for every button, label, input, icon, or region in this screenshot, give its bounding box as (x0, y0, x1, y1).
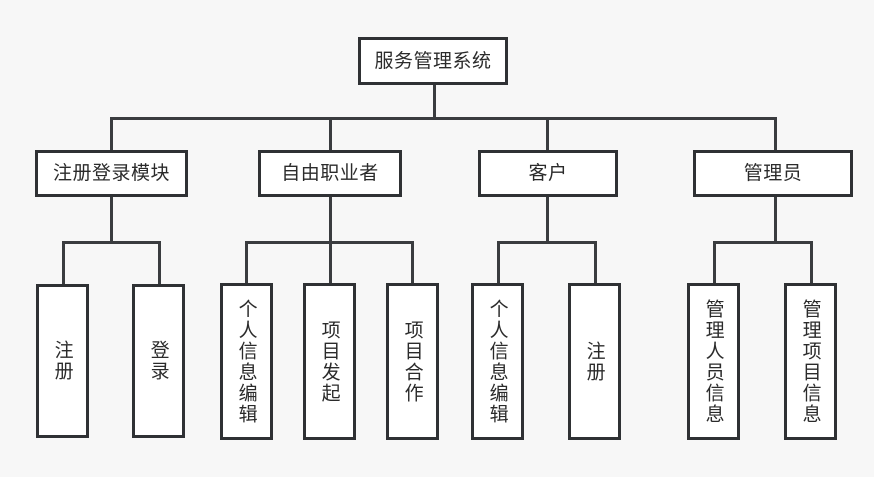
node-label: 项目合作 (401, 319, 424, 404)
node-label: 个人信息编辑 (486, 298, 509, 425)
node-register-customer[interactable]: 注册 (568, 283, 621, 440)
node-login[interactable]: 登录 (132, 284, 185, 438)
node-profile-edit-customer[interactable]: 个人信息编辑 (471, 283, 524, 440)
connector-drop-project-initiate (329, 241, 332, 285)
node-project-initiate[interactable]: 项目发起 (303, 283, 356, 440)
node-customer[interactable]: 客户 (478, 150, 618, 197)
connector-bus-register-module (62, 241, 161, 244)
connector-drop-manage-personnel-info (713, 241, 716, 284)
connector-drop-freelancer (329, 117, 332, 152)
connector-stem-customer (546, 197, 549, 243)
node-admin[interactable]: 管理员 (693, 150, 853, 197)
connector-drop-customer (546, 117, 549, 152)
node-manage-personnel-info[interactable]: 管理人员信息 (687, 283, 740, 440)
connector-drop-register-customer (594, 241, 597, 285)
connector-root-stem (433, 85, 436, 119)
node-root-service-management-system[interactable]: 服务管理系统 (358, 37, 508, 85)
node-label: 注册 (583, 340, 606, 383)
connector-drop-profile-edit-freelancer (245, 241, 248, 285)
connector-drop-admin (774, 117, 777, 152)
connector-drop-profile-edit-customer (497, 241, 500, 285)
node-label: 项目发起 (318, 319, 341, 404)
node-label: 登录 (147, 340, 170, 382)
node-label: 服务管理系统 (374, 49, 492, 72)
node-project-cooperation[interactable]: 项目合作 (386, 283, 439, 440)
node-label: 注册登录模块 (52, 162, 170, 185)
connector-bus-customer (497, 241, 597, 244)
node-manage-project-info[interactable]: 管理项目信息 (784, 283, 837, 440)
node-label: 管理人员信息 (702, 298, 725, 425)
node-freelancer[interactable]: 自由职业者 (258, 150, 402, 197)
connector-stem-freelancer (329, 197, 332, 243)
node-label: 客户 (528, 162, 568, 185)
connector-drop-register (62, 241, 65, 285)
connector-stem-admin (774, 197, 777, 243)
connector-drop-manage-project-info (810, 241, 813, 284)
connector-bus-admin (713, 241, 813, 244)
connector-level2-bus (110, 117, 777, 120)
node-label: 管理员 (743, 162, 803, 185)
connector-drop-project-cooperation (411, 241, 414, 285)
node-profile-edit-freelancer[interactable]: 个人信息编辑 (220, 283, 273, 440)
node-label: 自由职业者 (281, 162, 379, 185)
connector-stem-register-module (110, 197, 113, 243)
node-register-login-module[interactable]: 注册登录模块 (35, 150, 188, 197)
node-label: 个人信息编辑 (235, 298, 258, 425)
node-label: 管理项目信息 (799, 298, 822, 425)
connector-drop-login (158, 241, 161, 285)
node-label: 注册 (51, 340, 74, 382)
node-register[interactable]: 注册 (36, 284, 89, 438)
connector-drop-register-module (110, 117, 113, 152)
